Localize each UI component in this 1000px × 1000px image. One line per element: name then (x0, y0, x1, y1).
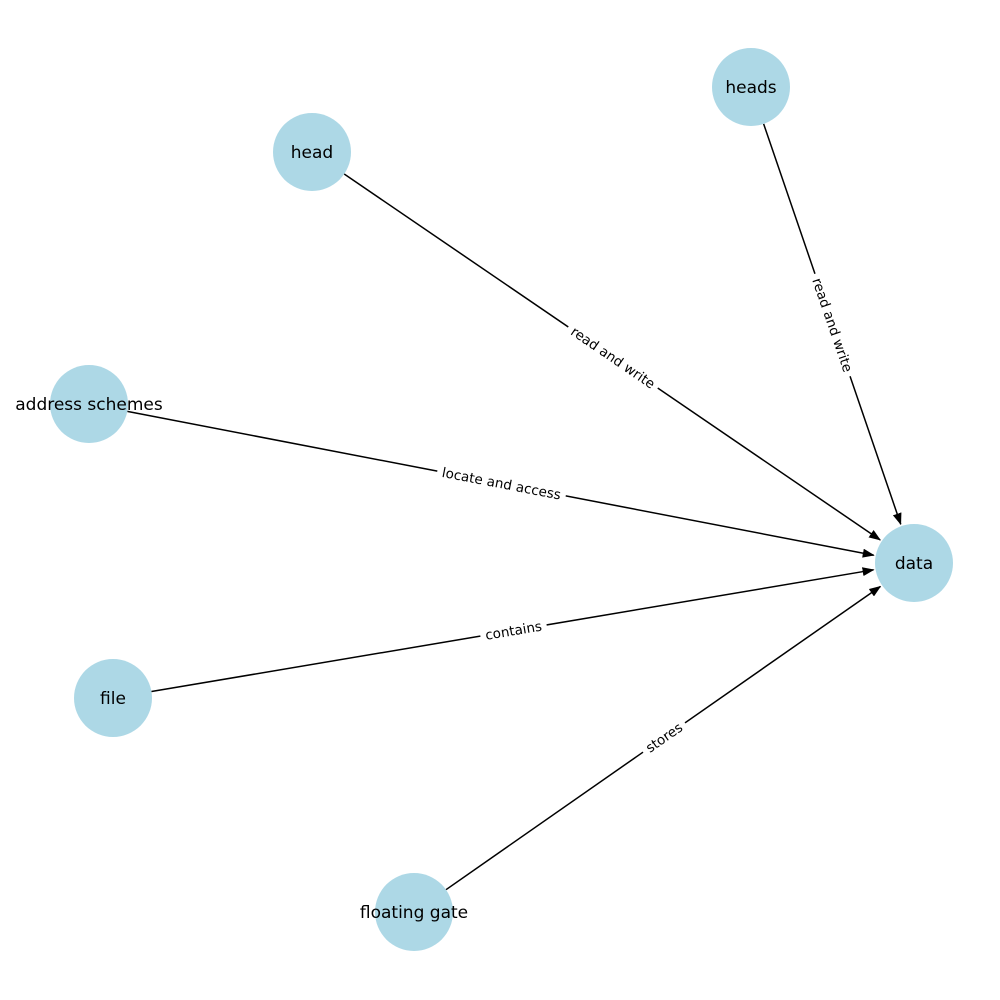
edge-label-group-floating-gate-to-data: stores (637, 715, 692, 761)
node-label-data: data (895, 554, 933, 574)
edge-labels-layer: read and write read and write locate and a… (435, 270, 859, 761)
edge-label-heads-to-data: read and write (808, 276, 855, 374)
edges-layer (127, 123, 902, 891)
edge-label-bg (804, 270, 859, 380)
node-label-head: head (291, 143, 333, 163)
node-heads: heads (712, 48, 790, 126)
edge-label-head-to-data: read and write (567, 324, 657, 393)
node-head: head (273, 113, 351, 191)
edge-label-bg (562, 319, 663, 397)
nodes-layer: heads head address schemes file floating gat… (15, 48, 953, 951)
node-circle-floating-gate (375, 873, 453, 951)
node-circle-file (74, 659, 152, 737)
node-label-file: file (100, 689, 126, 709)
node-floating-gate: floating gate (360, 873, 468, 951)
node-label-address-schemes: address schemes (15, 395, 163, 415)
node-data: data (875, 524, 953, 602)
node-circle-data (875, 524, 953, 602)
node-address-schemes: address schemes (15, 365, 163, 443)
node-label-heads: heads (725, 78, 776, 98)
node-circle-heads (712, 48, 790, 126)
edge-label-group-head-to-data: read and write (562, 319, 663, 397)
edge-label-bg (435, 462, 568, 507)
edge-label-bg (478, 615, 549, 647)
edge-label-group-address-schemes-to-data: locate and access (435, 462, 568, 507)
node-circle-head (273, 113, 351, 191)
edge-label-group-heads-to-data: read and write (804, 270, 859, 380)
edge-label-group-file-to-data: contains (478, 615, 549, 647)
edge-label-bg (637, 715, 692, 761)
node-file: file (74, 659, 152, 737)
node-label-floating-gate: floating gate (360, 903, 468, 923)
node-circle-address-schemes (50, 365, 128, 443)
